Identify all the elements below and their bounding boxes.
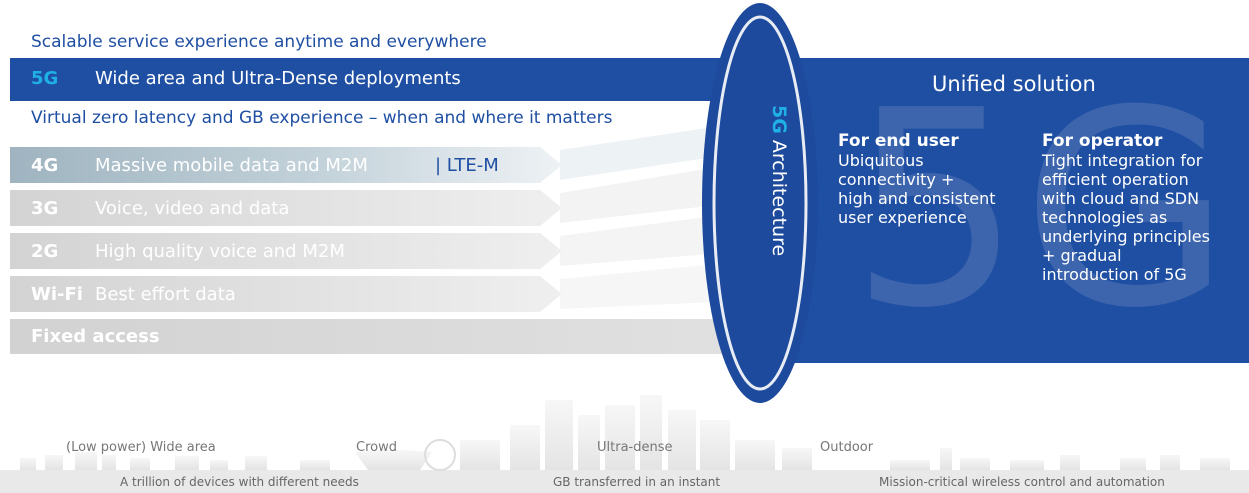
row-5g: 5G Wide area and Ultra-Dense deployments bbox=[31, 68, 461, 89]
architecture-ellipse-rim bbox=[712, 15, 808, 391]
panel-watermark: 5G bbox=[850, 52, 1232, 367]
row-3g-desc: Voice, video and data bbox=[95, 198, 290, 219]
city-skyline bbox=[0, 395, 1249, 493]
end-user-line: high and consistent bbox=[838, 189, 996, 208]
row-3g: 3G Voice, video and data bbox=[31, 198, 289, 219]
row-4g: 4G Massive mobile data and M2M bbox=[31, 155, 368, 176]
operator-line: technologies as bbox=[1042, 208, 1168, 227]
row-5g-desc: Wide area and Ultra-Dense deployments bbox=[95, 68, 461, 89]
operator-line: + gradual bbox=[1042, 246, 1122, 265]
operator-column: For operator Tight integration for effic… bbox=[1042, 131, 1210, 284]
row-4g-desc: Massive mobile data and M2M bbox=[95, 155, 368, 176]
panel-title: Unified solution bbox=[932, 72, 1096, 96]
tagline-scalable: Scalable service experience anytime and … bbox=[31, 32, 487, 52]
row-fixed-gen: Fixed access bbox=[31, 326, 160, 347]
footer-caption-devices: A trillion of devices with different nee… bbox=[120, 475, 359, 489]
scene-label-wide-area: (Low power) Wide area bbox=[66, 440, 216, 455]
row-wifi-gen: Wi-Fi bbox=[31, 284, 83, 305]
band-4g bbox=[10, 147, 562, 183]
end-user-heading: For end user bbox=[838, 131, 959, 151]
tagline-latency: Virtual zero latency and GB experience –… bbox=[31, 108, 613, 128]
band-wifi bbox=[10, 276, 562, 312]
unified-panel bbox=[782, 58, 1249, 363]
row-4g-extra: | LTE-M bbox=[435, 155, 499, 176]
row-fixed: Fixed access bbox=[31, 326, 160, 347]
operator-line: with cloud and SDN bbox=[1042, 189, 1200, 208]
operator-line: introduction of 5G bbox=[1042, 265, 1187, 284]
scene-label-outdoor: Outdoor bbox=[820, 440, 874, 455]
operator-line: Tight integration for bbox=[1042, 151, 1203, 170]
row-wifi-desc: Best effort data bbox=[95, 284, 236, 305]
operator-line: underlying principles bbox=[1042, 227, 1210, 246]
row-5g-gen: 5G bbox=[31, 68, 59, 89]
footer-caption-gb: GB transferred in an instant bbox=[553, 475, 721, 489]
row-2g-desc: High quality voice and M2M bbox=[95, 241, 345, 262]
end-user-line: Ubiquitous bbox=[838, 151, 924, 170]
band-2g bbox=[10, 233, 562, 269]
row-3g-gen: 3G bbox=[31, 198, 59, 219]
operator-heading: For operator bbox=[1042, 131, 1163, 151]
footer-caption-mission-critical: Mission-critical wireless control and au… bbox=[879, 475, 1165, 489]
end-user-line: connectivity + bbox=[838, 170, 955, 189]
band-3g bbox=[10, 190, 562, 226]
end-user-column: For end user Ubiquitous connectivity + h… bbox=[838, 131, 996, 227]
row-2g-gen: 2G bbox=[31, 241, 59, 262]
scene-label-crowd: Crowd bbox=[356, 440, 397, 455]
architecture-text: Architecture bbox=[768, 133, 790, 257]
row-4g-gen: 4G bbox=[31, 155, 59, 176]
architecture-prefix: 5G bbox=[768, 105, 790, 134]
row-wifi: Wi-Fi Best effort data bbox=[31, 284, 236, 305]
row-2g: 2G High quality voice and M2M bbox=[31, 241, 345, 262]
end-user-line: user experience bbox=[838, 208, 967, 227]
operator-line: efficient operation bbox=[1042, 170, 1189, 189]
band-5g bbox=[10, 58, 800, 101]
architecture-ellipse-outer bbox=[702, 3, 818, 403]
scene-label-ultra-dense: Ultra-dense bbox=[597, 440, 673, 455]
